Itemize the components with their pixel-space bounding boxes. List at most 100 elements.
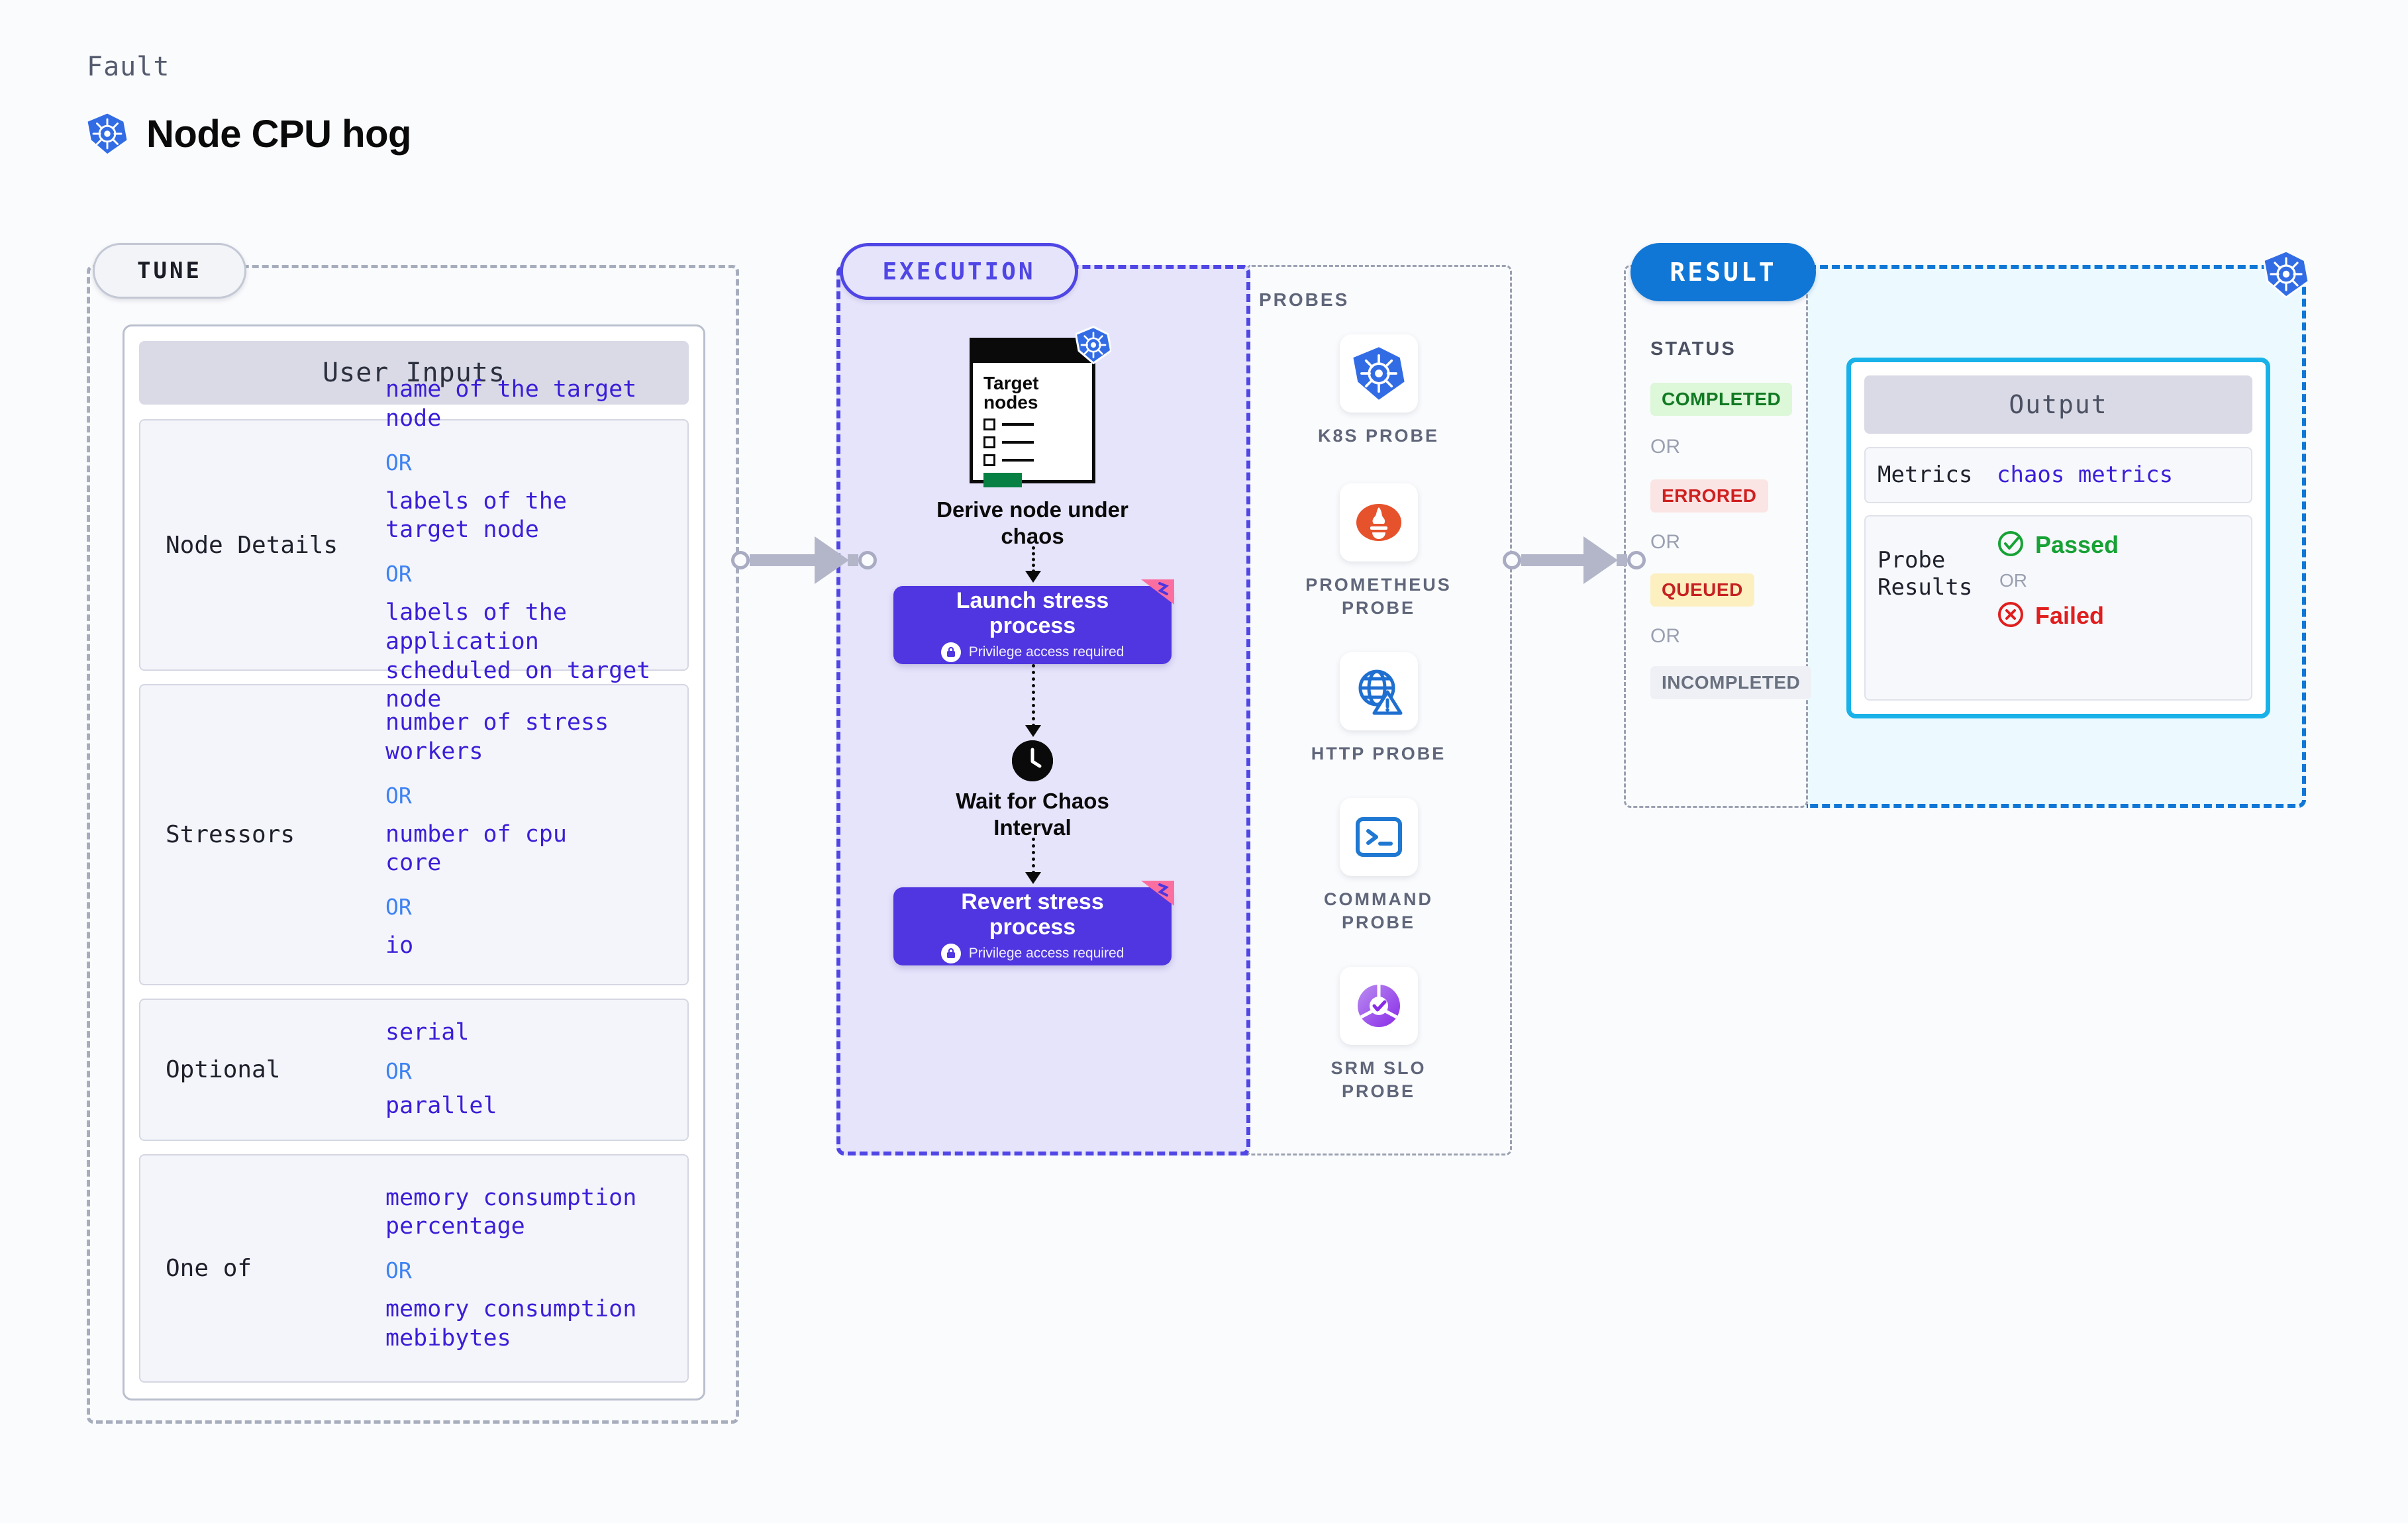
process-title: Launch stress process	[956, 587, 1109, 638]
flow-connector	[1032, 838, 1035, 874]
process-note: Privilege access required	[968, 644, 1125, 660]
chaos-ribbon-icon	[1137, 578, 1176, 609]
list-item	[983, 436, 1083, 448]
or-separator: OR	[385, 449, 412, 475]
table-row: Node Details name of the target node OR …	[139, 376, 689, 712]
status-badge: QUEUED	[1650, 573, 1754, 607]
table-row: Stressors number of stress workers OR nu…	[139, 684, 689, 985]
launch-stress-process-block[interactable]: Launch stress process Privilege access r…	[893, 579, 1174, 664]
flow-connector	[1032, 546, 1035, 573]
line-placeholder	[1002, 440, 1034, 444]
probe-failed: Failed	[1997, 601, 2119, 632]
user-inputs-card: User Inputs Node Details name of the tar…	[123, 324, 705, 1400]
step-caption: Derive node under chaos	[936, 497, 1129, 549]
kubernetes-icon	[2262, 250, 2310, 302]
card-titlebar	[970, 338, 1095, 363]
row-value: memory consumption percentage	[385, 1184, 637, 1240]
row-value: serial	[385, 1019, 470, 1046]
or-separator: OR	[385, 1058, 412, 1084]
x-circle-icon	[1997, 601, 2025, 632]
table-row: One of memory consumption percentage OR …	[139, 1154, 689, 1383]
probe-item-srm-slo[interactable]: SRM SLO PROBE	[1245, 967, 1512, 1103]
checkbox-icon	[983, 436, 995, 448]
user-inputs-title: User Inputs	[139, 341, 689, 405]
green-status-bar	[983, 472, 1022, 487]
probe-label: HTTP PROBE	[1311, 744, 1446, 763]
probe-label: COMMAND PROBE	[1324, 889, 1433, 933]
line-placeholder	[1002, 422, 1034, 426]
fault-title-row: Node CPU hog	[87, 111, 411, 156]
check-circle-icon	[1997, 530, 2025, 561]
probe-label: PROMETHEUS PROBE	[1305, 575, 1452, 618]
row-value: name of the target node	[385, 376, 637, 432]
slo-donut-check-icon	[1339, 967, 1418, 1045]
connector-shaft	[750, 554, 816, 566]
status-panel	[1624, 265, 1808, 808]
row-value: chaos metrics	[1997, 462, 2174, 489]
connector-shaft	[848, 554, 858, 566]
line-placeholder	[1002, 458, 1034, 462]
tune-pill[interactable]: TUNE	[93, 243, 246, 299]
row-value: number of cpu core	[385, 820, 567, 877]
status-badge: ERRORED	[1650, 479, 1768, 513]
probe-item-command[interactable]: COMMAND PROBE	[1245, 798, 1512, 934]
card-body: Target nodes	[970, 363, 1095, 487]
result-pill[interactable]: RESULT	[1630, 243, 1816, 301]
globe-warning-icon	[1339, 652, 1418, 730]
revert-stress-process-block[interactable]: Revert stress process Privilege access r…	[893, 881, 1174, 965]
passed-label: Passed	[2035, 531, 2119, 559]
output-card: Output Metrics chaos metrics Probe Resul…	[1846, 358, 2270, 718]
row-value: number of stress workers	[385, 709, 609, 765]
execution-pill[interactable]: EXECUTION	[840, 243, 1078, 300]
row-key: One of	[166, 1255, 252, 1282]
or-separator: OR	[1650, 436, 1680, 458]
metrics-row: Metrics chaos metrics	[1864, 447, 2252, 503]
probe-item-http[interactable]: HTTP PROBE	[1245, 652, 1512, 765]
arrow-icon	[1025, 872, 1041, 884]
connector-dot	[1627, 551, 1646, 569]
kubernetes-icon	[87, 111, 128, 156]
or-separator: OR	[385, 1257, 412, 1283]
execution-flow: Target nodes Deri	[836, 265, 1250, 1155]
connector-execution-to-result	[1503, 536, 1646, 584]
list-item	[983, 418, 1083, 430]
output-title: Output	[1864, 375, 2252, 434]
row-key: Stressors	[166, 821, 295, 848]
probe-item-k8s[interactable]: K8S PROBE	[1245, 334, 1512, 448]
connector-shaft	[1617, 554, 1627, 566]
status-label: STATUS	[1650, 338, 1736, 360]
or-separator: OR	[1650, 531, 1680, 553]
row-key: Metrics	[1878, 462, 1973, 488]
connector-shaft	[1521, 554, 1585, 566]
probe-passed: Passed	[1997, 530, 2119, 561]
probe-item-prometheus[interactable]: PROMETHEUS PROBE	[1245, 483, 1512, 620]
target-nodes-title: Target nodes	[983, 373, 1039, 413]
or-separator: OR	[385, 782, 412, 809]
lock-icon	[940, 944, 961, 964]
table-row: Optional serial OR parallel	[139, 999, 689, 1141]
row-value: labels of the target node	[385, 487, 567, 544]
terminal-icon	[1339, 798, 1418, 876]
probe-label: SRM SLO PROBE	[1330, 1058, 1427, 1102]
chaos-ribbon-icon	[1137, 879, 1176, 910]
arrow-icon	[1025, 571, 1041, 583]
row-key: Node Details	[166, 531, 338, 559]
or-separator: OR	[1999, 569, 2027, 591]
tune-panel	[87, 265, 739, 1424]
connector-dot	[731, 551, 750, 569]
clock-icon	[1012, 740, 1053, 781]
page-title: Node CPU hog	[146, 112, 411, 156]
row-value: memory consumption mebibytes	[385, 1296, 637, 1351]
list-item	[983, 454, 1083, 466]
connector-tune-to-execution	[731, 536, 877, 584]
kubernetes-icon	[1339, 334, 1418, 413]
row-key: Optional	[166, 1056, 281, 1083]
probe-results-row: Probe Results Passed OR	[1864, 515, 2252, 701]
prometheus-flame-icon	[1339, 483, 1418, 562]
kubernetes-icon	[1074, 325, 1113, 368]
lock-icon	[940, 642, 961, 663]
fault-eyebrow: Fault	[87, 52, 170, 82]
connector-dot	[858, 551, 877, 569]
failed-label: Failed	[2035, 602, 2105, 630]
checkbox-icon	[983, 454, 995, 466]
